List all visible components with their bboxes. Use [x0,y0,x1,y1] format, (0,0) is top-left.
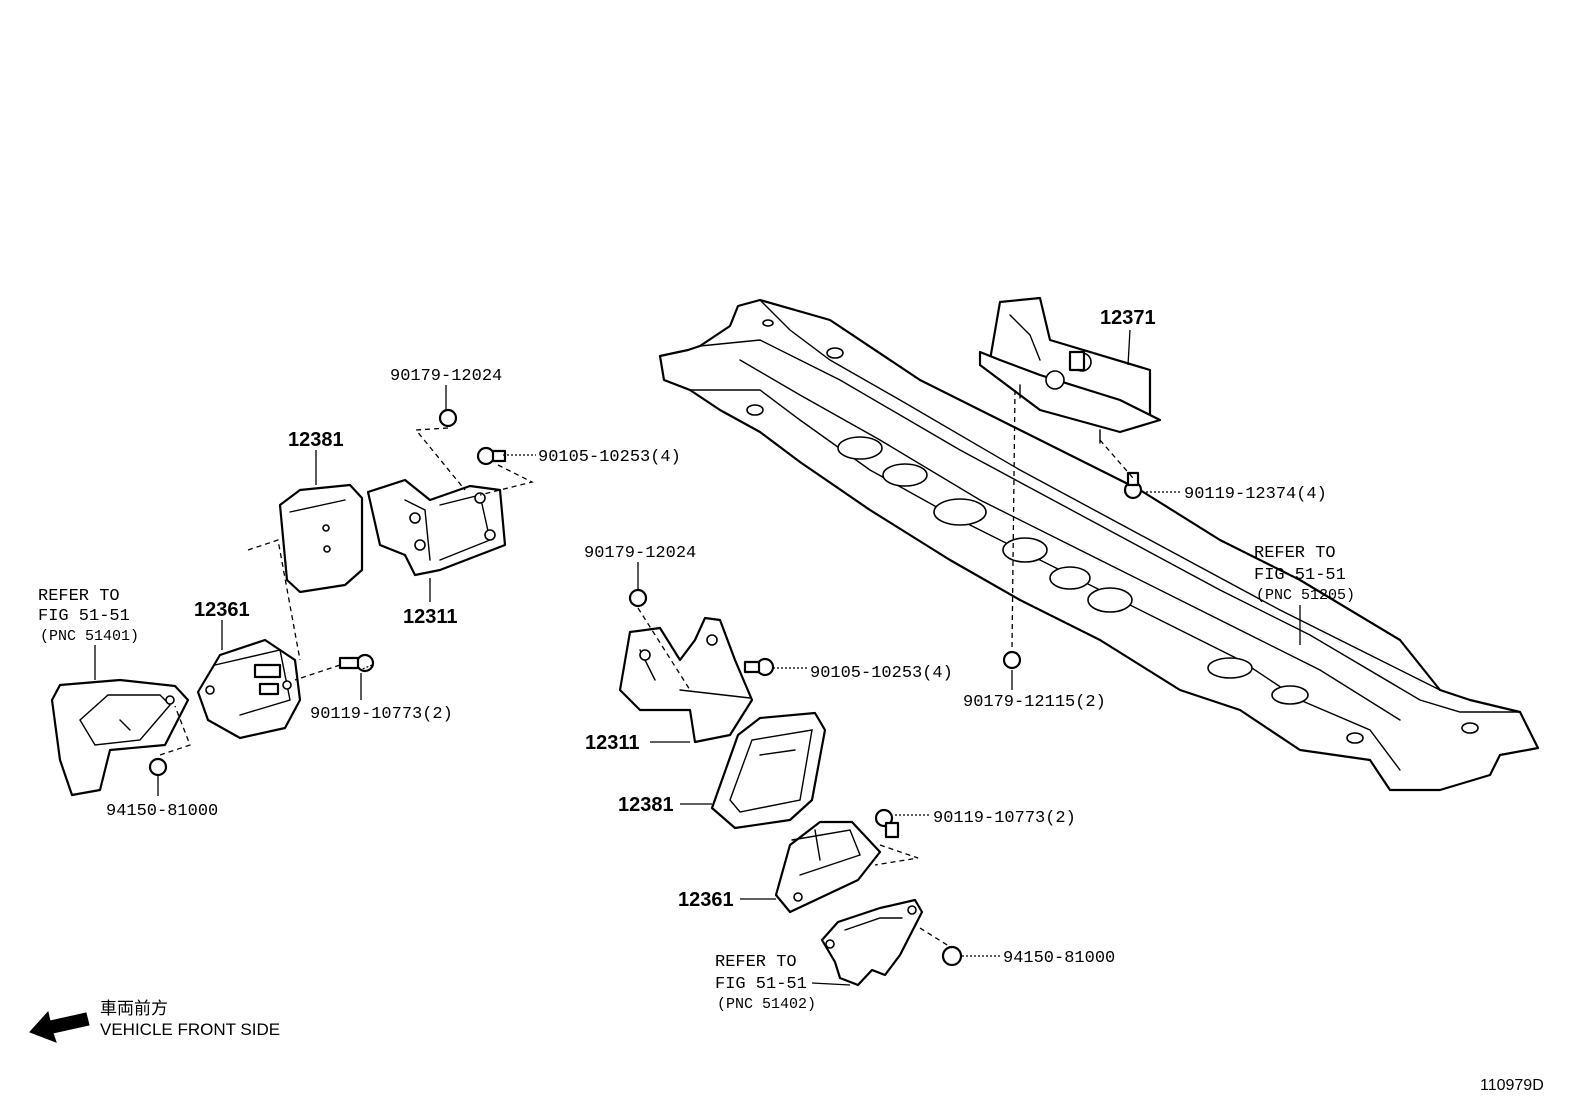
label-center-mount: 12361 [678,889,734,911]
label-left-refer-1: REFER TO [38,587,120,606]
left-labels: 90179-12024 90105-10253(4) 12381 12311 1… [38,367,681,821]
rear-mount-12371 [978,296,1162,444]
label-right-bolt: 90119-12374(4) [1184,485,1327,504]
label-left-insulator: 12381 [288,429,344,451]
label-left-bolt-mid: 90119-10773(2) [310,705,453,724]
center-insulator-12381 [710,711,827,830]
label-center-bolt-mid: 90119-10773(2) [933,809,1076,828]
label-center-refer-3: (PNC 51402) [717,996,816,1013]
center-dash-lines [637,389,1134,949]
left-mount-12361 [196,638,302,740]
figure-id: 110979D [1480,1077,1544,1094]
label-center-nut-bottom: 94150-81000 [1003,949,1115,968]
label-left-mount: 12361 [194,599,250,621]
label-left-refer-2: FIG 51-51 [38,607,130,626]
center-labels: 90179-12024 90105-10253(4) 12311 12381 9… [584,544,1115,1013]
label-right-refer-2: FIG 51-51 [1254,566,1346,585]
left-bracket-12311 [366,478,507,577]
left-engine-bracket-ref [50,678,190,797]
label-right-refer-1: REFER TO [1254,544,1336,563]
center-engine-bracket-ref [820,898,924,987]
label-left-refer-3: (PNC 51401) [40,628,139,645]
front-label-en: VEHICLE FRONT SIDE [100,1020,280,1039]
label-right-rear-mount: 12371 [1100,307,1156,329]
label-center-refer-1: REFER TO [715,953,797,972]
label-center-insulator: 12381 [618,794,674,816]
center-mount-12361 [774,820,882,914]
left-insulator-12381 [278,483,364,594]
label-center-nut-top: 90179-12024 [584,544,696,563]
left-fasteners [148,408,507,777]
label-left-nut-bottom: 94150-81000 [106,802,218,821]
center-fasteners [628,471,1143,967]
label-left-nut-top: 90179-12024 [390,367,502,386]
right-labels: 12371 90119-12374(4) 90179-12115(2) REFE… [963,307,1355,712]
front-arrow-icon [29,1010,90,1043]
front-direction: 車両前方 VEHICLE FRONT SIDE [29,999,280,1043]
label-left-bracket: 12311 [403,606,458,628]
label-right-nut: 90179-12115(2) [963,693,1106,712]
leader-lines [94,329,1301,986]
front-label-jp: 車両前方 [100,999,168,1018]
label-left-bolt-top: 90105-10253(4) [538,448,681,467]
center-bracket-12311 [618,616,754,744]
left-dash-lines [159,427,534,756]
label-center-bolt-top: 90105-10253(4) [810,664,953,683]
label-center-bracket: 12311 [585,732,640,754]
label-center-refer-2: FIG 51-51 [715,975,807,994]
crossmember [658,298,1540,792]
label-right-refer-3: (PNC 51205) [1256,587,1355,604]
